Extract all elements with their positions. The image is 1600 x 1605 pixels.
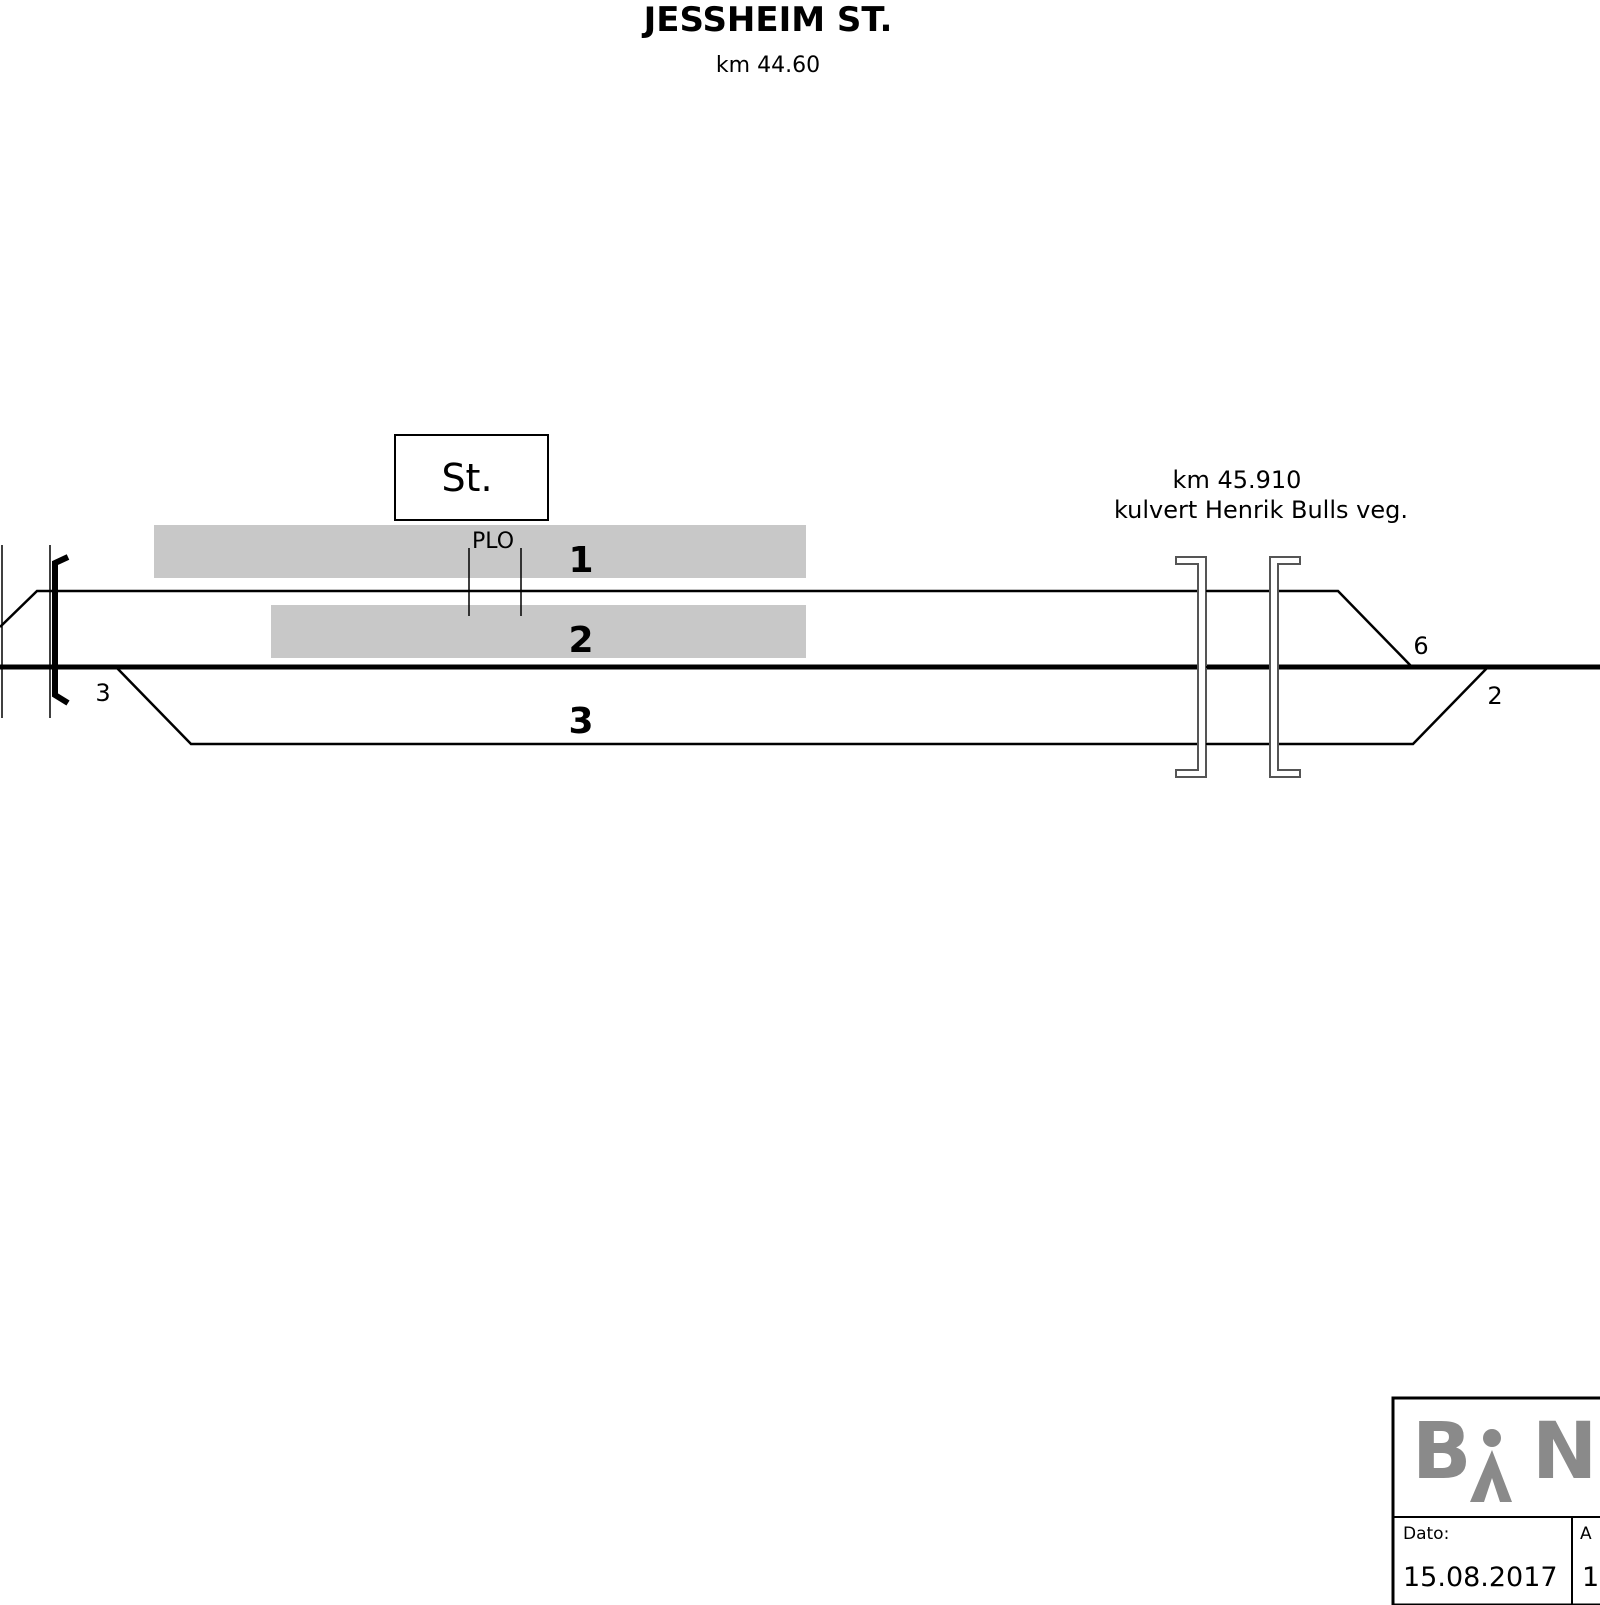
track-number-2: 2 — [568, 620, 593, 661]
culvert-name: kulvert Henrik Bulls veg. — [1114, 496, 1408, 524]
culvert-wall-left — [1175, 556, 1207, 778]
track-number-3: 3 — [568, 701, 593, 742]
switch-label-right-lower: 2 — [1487, 682, 1502, 710]
bane-logo: B N — [1412, 1407, 1597, 1502]
second-field-value: 1 — [1582, 1562, 1599, 1593]
track-1-line — [0, 589, 1413, 668]
station-building-label: St. — [441, 456, 492, 500]
date-label: Dato: — [1403, 1524, 1449, 1544]
station-km: km 44.60 — [716, 53, 820, 78]
logo-letter-b: B — [1412, 1407, 1471, 1497]
culvert-wall-right — [1269, 556, 1301, 778]
switch-label-left: 3 — [95, 679, 110, 707]
logo-letter-n: N — [1532, 1407, 1597, 1497]
second-field-label: A — [1580, 1524, 1592, 1544]
logo-dot-icon — [1483, 1429, 1501, 1447]
station-building — [394, 434, 549, 521]
station-title: JESSHEIM ST. — [642, 0, 893, 40]
platform-crossing-label: PLO — [472, 529, 514, 554]
culvert-km: km 45.910 — [1173, 466, 1302, 494]
platform-1 — [154, 525, 806, 578]
track-number-1: 1 — [568, 540, 593, 581]
track-3-line — [115, 666, 1489, 746]
left-bracket — [52, 554, 70, 706]
logo-road-icon — [1470, 1450, 1512, 1502]
date-value: 15.08.2017 — [1403, 1562, 1558, 1593]
platform-2 — [271, 605, 806, 658]
title-block: B N Dato: 15.08.2017 A 1 — [1391, 1396, 1600, 1605]
switch-label-right-upper: 6 — [1413, 632, 1428, 660]
